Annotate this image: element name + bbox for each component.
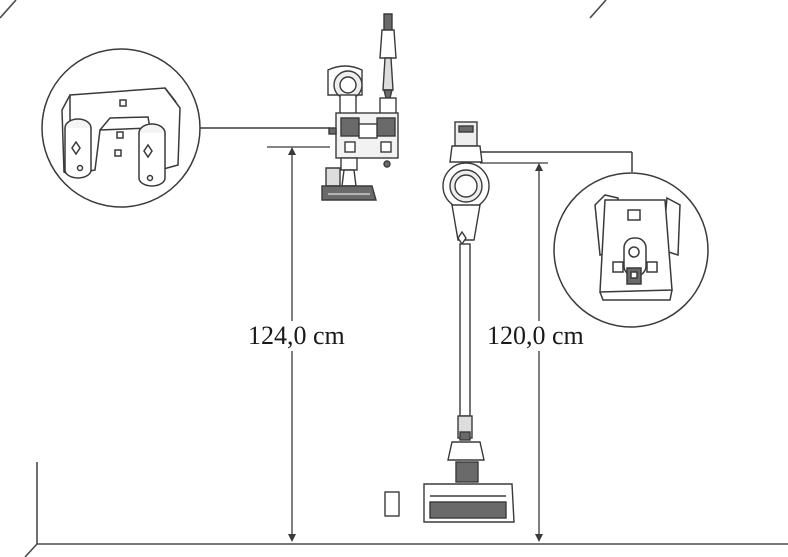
wall-bracket-callout bbox=[41, 48, 330, 208]
crevice-tool-tip bbox=[382, 57, 394, 91]
floor-edge bbox=[24, 543, 38, 557]
right-height-dimension bbox=[480, 162, 548, 542]
vacuum-handle bbox=[449, 145, 483, 163]
mini-brush bbox=[321, 185, 377, 201]
ceiling-edge-right bbox=[589, 0, 607, 19]
wall-mount-callout bbox=[480, 151, 709, 328]
floor-accessory bbox=[384, 491, 400, 517]
crevice-tool-body bbox=[379, 29, 397, 59]
right-height-label: 120,0 cm bbox=[484, 321, 587, 351]
stick-vacuum bbox=[384, 121, 515, 523]
left-height-label: 124,0 cm bbox=[245, 321, 348, 351]
u-bracket-icon bbox=[61, 87, 181, 187]
wall-mounted-vacuum bbox=[321, 13, 399, 201]
wall-mount-icon bbox=[594, 194, 681, 301]
motor-handle bbox=[339, 94, 357, 116]
ceiling-edge-left bbox=[0, 0, 17, 19]
floor-head-neck bbox=[447, 441, 485, 461]
vacuum-wand bbox=[459, 243, 471, 417]
vacuum-body bbox=[451, 204, 481, 241]
